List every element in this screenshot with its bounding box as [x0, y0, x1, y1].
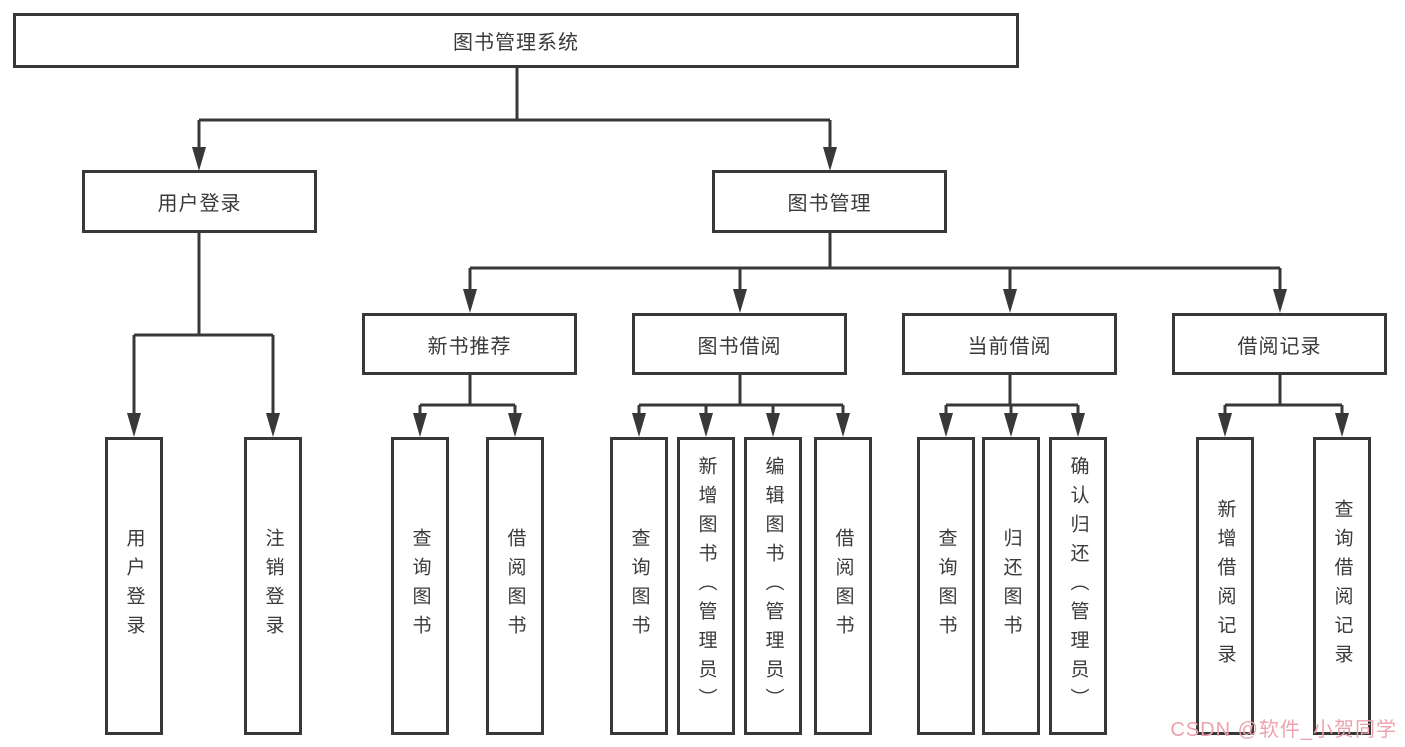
- node-borrow-records: 借阅记录: [1172, 313, 1387, 375]
- leaf-label: 新增图书（管理员）: [695, 455, 717, 717]
- connector-current-borrow-children: [944, 375, 1080, 416]
- leaf-query-books-newbook: 查询图书: [391, 437, 449, 735]
- leaf-label: 确认归还（管理员）: [1067, 455, 1089, 717]
- leaf-return-books: 归还图书: [982, 437, 1040, 735]
- leaf-confirm-return-admin: 确认归还（管理员）: [1049, 437, 1107, 735]
- leaf-label: 借阅图书: [504, 528, 526, 644]
- leaf-label: 编辑图书（管理员）: [762, 455, 784, 717]
- leaf-label: 用户登录: [123, 528, 145, 644]
- node-user-login: 用户登录: [82, 170, 317, 233]
- leaf-query-borrow-record: 查询借阅记录: [1313, 437, 1371, 735]
- leaf-label: 查询图书: [935, 528, 957, 644]
- node-new-book-recommend: 新书推荐: [362, 313, 577, 375]
- leaf-borrow-books-borrow: 借阅图书: [814, 437, 872, 735]
- connector-new-book-children: [418, 375, 517, 416]
- leaf-add-books-admin: 新增图书（管理员）: [677, 437, 735, 735]
- node-book-borrow: 图书借阅: [632, 313, 847, 375]
- leaf-label: 注销登录: [262, 528, 284, 644]
- leaf-user-login: 用户登录: [105, 437, 163, 735]
- watermark: CSDN @软件_小贺同学: [1170, 719, 1397, 741]
- leaf-label: 查询图书: [409, 528, 431, 644]
- leaf-query-books-current: 查询图书: [917, 437, 975, 735]
- node-root: 图书管理系统: [13, 13, 1019, 68]
- connector-book-borrow-children: [637, 375, 845, 416]
- node-book-management: 图书管理: [712, 170, 947, 233]
- leaf-logout-login: 注销登录: [244, 437, 302, 735]
- leaf-label: 新增借阅记录: [1214, 499, 1236, 673]
- leaf-label: 查询借阅记录: [1331, 499, 1353, 673]
- leaf-query-books-borrow: 查询图书: [610, 437, 668, 735]
- leaf-add-borrow-record: 新增借阅记录: [1196, 437, 1254, 735]
- connector-user-login-children: [132, 233, 275, 416]
- node-current-borrow: 当前借阅: [902, 313, 1117, 375]
- connector-book-mgmt-children: [468, 233, 1282, 292]
- leaf-label: 借阅图书: [832, 528, 854, 644]
- leaf-edit-books-admin: 编辑图书（管理员）: [744, 437, 802, 735]
- leaf-borrow-books-newbook: 借阅图书: [486, 437, 544, 735]
- connector-root-children: [197, 68, 832, 150]
- leaf-label: 查询图书: [628, 528, 650, 644]
- connector-borrow-records-children: [1223, 375, 1344, 416]
- leaf-label: 归还图书: [1000, 528, 1022, 644]
